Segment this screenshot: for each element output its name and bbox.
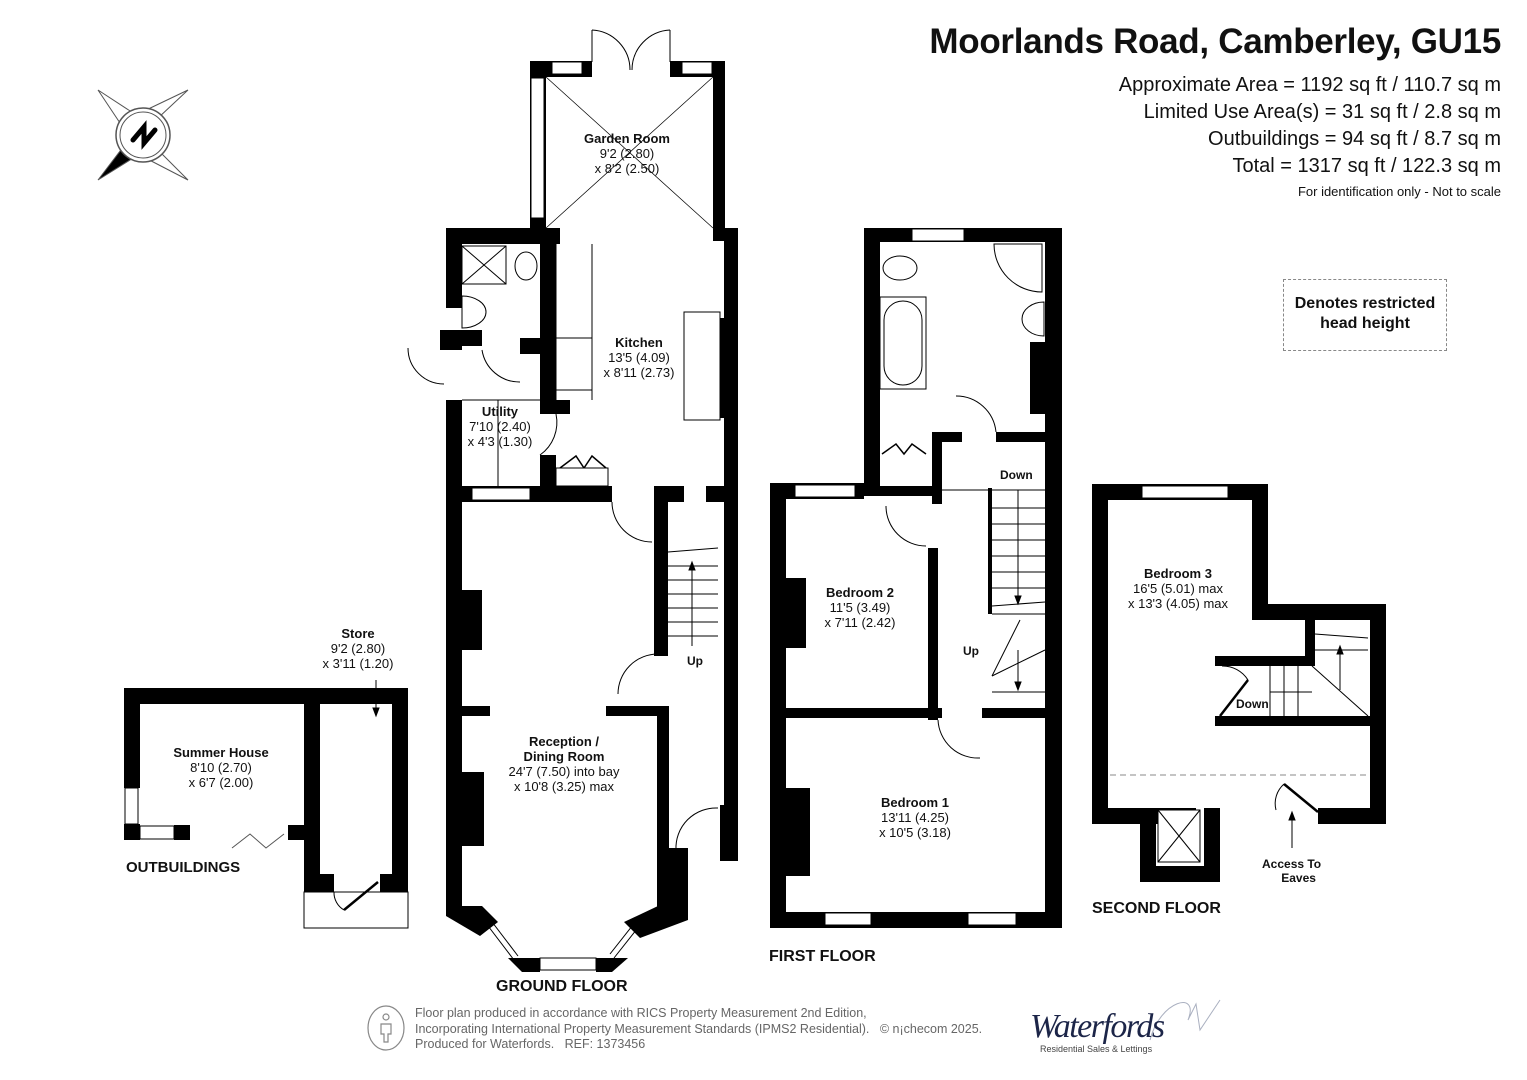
room-kitchen: Kitchen 13'5 (4.09) x 8'11 (2.73) bbox=[603, 335, 675, 380]
area-total: Total = 1317 sq ft / 122.3 sq m bbox=[1232, 155, 1502, 177]
first-stairs-down-label: Down bbox=[1000, 468, 1033, 482]
outbuildings-label: OUTBUILDINGS bbox=[126, 859, 241, 876]
first-stairs-up-label: Up bbox=[963, 644, 979, 658]
room-store: Store 9'2 (2.80) x 3'11 (1.20) bbox=[322, 626, 394, 671]
ground-stairs-up-label: Up bbox=[687, 654, 703, 668]
first-floor-details bbox=[794, 228, 1046, 926]
waterfords-logo-tagline: Residential Sales & Lettings bbox=[1040, 1044, 1153, 1054]
area-outbuildings: Outbuildings = 94 sq ft / 8.7 sq m bbox=[1208, 128, 1501, 150]
page-title: Moorlands Road, Camberley, GU15 bbox=[929, 22, 1501, 61]
room-summer-house: Summer House 8'10 (2.70) x 6'7 (2.00) bbox=[173, 745, 269, 790]
second-floor-label: SECOND FLOOR bbox=[1092, 900, 1221, 917]
first-floor-label: FIRST FLOOR bbox=[769, 948, 876, 965]
scale-note: For identification only - Not to scale bbox=[1297, 184, 1501, 199]
compass-north-icon bbox=[97, 89, 189, 181]
ground-floor-details bbox=[407, 29, 721, 971]
legend-line-2: head height bbox=[1320, 315, 1410, 332]
access-to-eaves-label: Access To Eaves bbox=[1262, 857, 1322, 885]
restricted-head-height-legend: Denotes restricted head height bbox=[1283, 279, 1447, 351]
waterfords-logo: Waterfords bbox=[1030, 1008, 1165, 1045]
room-bedroom-3: Bedroom 3 16'5 (5.01) max x 13'3 (4.05) … bbox=[1127, 566, 1229, 611]
second-stairs-down-label: Down bbox=[1236, 697, 1269, 711]
room-reception-dining: Reception / Dining Room 24'7 (7.50) into… bbox=[508, 734, 620, 794]
outbuildings-details bbox=[124, 680, 409, 929]
room-garden-room: Garden Room 9'2 (2.80) x 8'2 (2.50) bbox=[584, 131, 670, 176]
person-measurement-icon bbox=[367, 1005, 405, 1051]
ground-floor-label: GROUND FLOOR bbox=[496, 978, 628, 995]
room-utility: Utility 7'10 (2.40) x 4'3 (1.30) bbox=[467, 404, 533, 449]
room-bedroom-2: Bedroom 2 11'5 (3.49) x 7'11 (2.42) bbox=[824, 585, 896, 630]
ground-floor-walls bbox=[440, 61, 738, 972]
footer-disclaimer: Floor plan produced in accordance with R… bbox=[415, 1006, 983, 1051]
room-bedroom-1: Bedroom 1 13'11 (4.25) x 10'5 (3.18) bbox=[879, 795, 951, 840]
second-floor-walls bbox=[1092, 484, 1386, 882]
area-limited-use: Limited Use Area(s) = 31 sq ft / 2.8 sq … bbox=[1143, 101, 1501, 123]
outbuildings-walls bbox=[124, 688, 408, 892]
area-approximate: Approximate Area = 1192 sq ft / 110.7 sq… bbox=[1118, 74, 1501, 96]
waterfords-logo-swoosh bbox=[1149, 999, 1221, 1041]
legend-line-1: Denotes restricted bbox=[1294, 295, 1436, 312]
second-floor-details bbox=[1110, 485, 1370, 863]
